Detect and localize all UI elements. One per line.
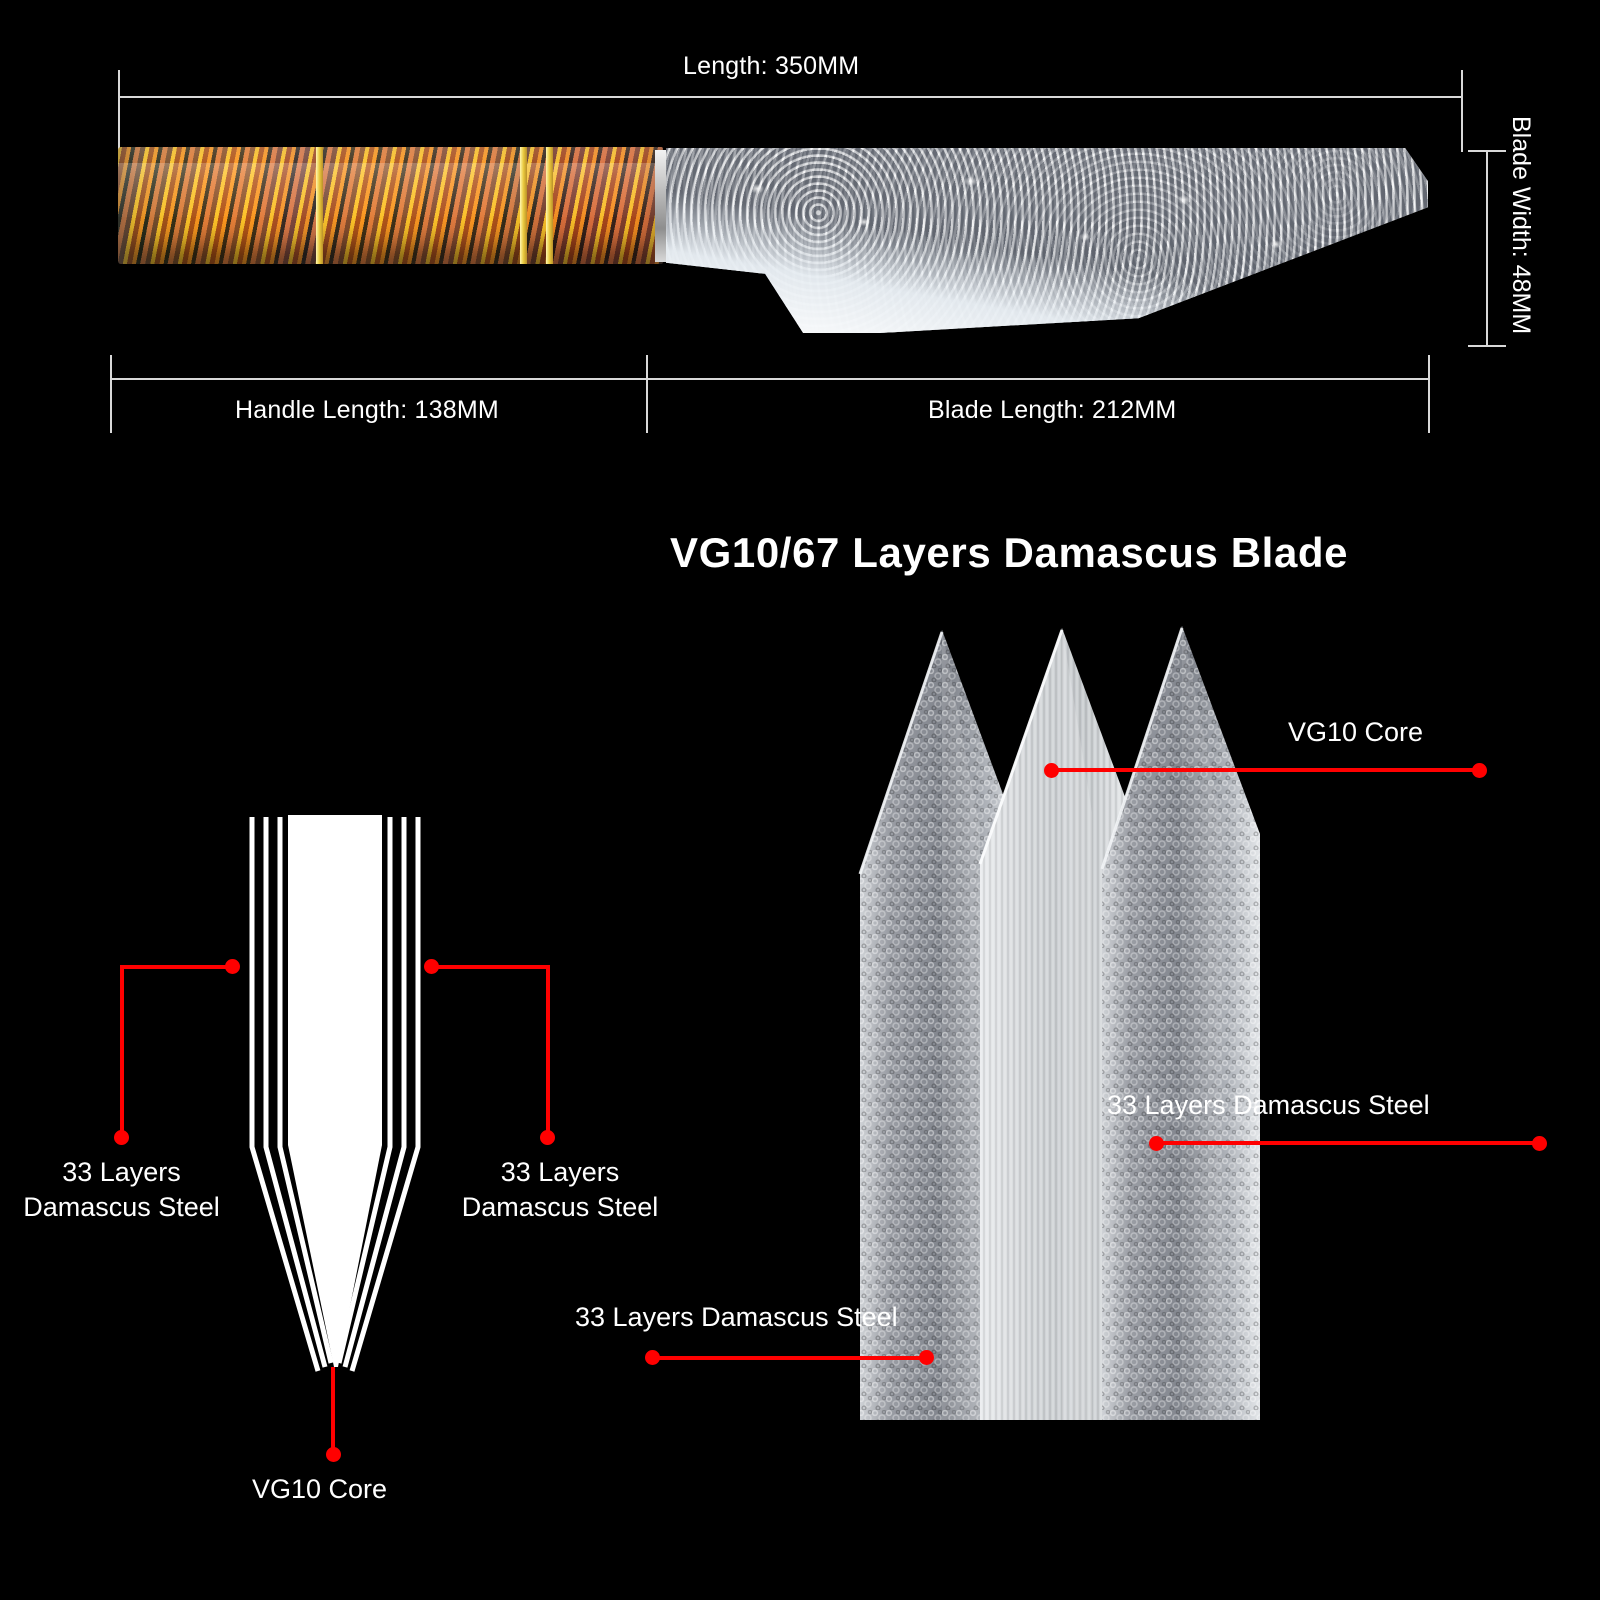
xsection-left-leader-dot-label <box>114 1130 129 1145</box>
knife-product-photo <box>118 140 1428 340</box>
photo-right-steel-leader-dot-anchor <box>1149 1136 1164 1151</box>
blade-tips-photo <box>830 612 1282 1420</box>
page-title: VG10/67 Layers Damascus Blade <box>670 529 1349 576</box>
xsection-left-callout-line1: 33 Layers <box>62 1157 181 1187</box>
blade-tips-svg <box>858 626 1260 1420</box>
blade-tip-center-core <box>980 628 1140 1420</box>
blade-width-label: Blade Width: 48MM <box>1507 116 1535 335</box>
cross-section-svg <box>249 815 421 1372</box>
blade-tip-right <box>1102 626 1260 1420</box>
photo-bottom-steel-leader-dot-end <box>645 1350 660 1365</box>
xsection-right-leader-vertical <box>546 965 550 1140</box>
handle-spacer-ring-1 <box>316 147 323 264</box>
photo-core-leader-line <box>1050 768 1480 772</box>
photo-bottom-steel-callout: 33 Layers Damascus Steel <box>575 1302 898 1332</box>
photo-core-leader-dot-anchor <box>1044 763 1059 778</box>
xsection-right-callout: 33 Layers Damascus Steel <box>440 1155 680 1224</box>
xsection-right-leader-horizontal <box>430 965 550 969</box>
xsection-left-leader-horizontal <box>120 965 238 969</box>
blade-cross-section-diagram <box>210 815 460 1375</box>
xsection-left-callout-line2: Damascus Steel <box>23 1191 220 1222</box>
xsection-core-callout: VG10 Core <box>252 1474 388 1504</box>
handle-spacer-ring-2 <box>520 147 527 264</box>
left-layer-line-2 <box>263 817 328 1368</box>
blade-length-label: Blade Length: 212MM <box>928 396 1177 424</box>
handle-blade-divider-tick <box>646 355 648 433</box>
xsection-core-leader-vertical <box>331 1367 335 1454</box>
right-layer-line-3 <box>349 817 421 1372</box>
xsection-left-leader-dot-anchor <box>225 959 240 974</box>
xsection-core-leader-dot <box>326 1447 341 1462</box>
blade-width-dimension-line <box>1486 150 1488 347</box>
photo-right-steel-leader-dot-end <box>1532 1136 1547 1151</box>
handle-gloss-highlight <box>118 163 663 218</box>
right-layer-line-1 <box>336 817 393 1364</box>
lower-dimension-line <box>110 378 1430 380</box>
photo-bottom-steel-leader-line <box>652 1356 927 1360</box>
total-length-label: Length: 350MM <box>683 52 860 80</box>
handle-spacer-ring-3 <box>546 147 553 264</box>
left-layer-line-1 <box>277 817 334 1364</box>
xsection-right-leader-dot-label <box>540 1130 555 1145</box>
photo-core-callout: VG10 Core <box>1288 717 1424 747</box>
photo-bottom-steel-leader-dot-anchor <box>919 1350 934 1365</box>
total-length-tick-right <box>1461 70 1463 152</box>
xsection-left-callout: 33 Layers Damascus Steel <box>14 1155 229 1224</box>
knife-handle <box>118 147 663 264</box>
photo-core-leader-dot-end <box>1472 763 1487 778</box>
total-length-dimension-line <box>118 96 1463 98</box>
left-layer-line-3 <box>249 817 321 1372</box>
blade-length-tick-right <box>1428 355 1430 433</box>
photo-right-steel-callout: 33 Layers Damascus Steel <box>1107 1090 1430 1120</box>
xsection-right-callout-line1: 33 Layers <box>500 1157 620 1187</box>
photo-right-steel-leader-line <box>1155 1141 1540 1145</box>
xsection-right-callout-line2: Damascus Steel <box>461 1191 659 1222</box>
damascus-blade <box>666 148 1428 333</box>
total-length-tick-left <box>118 70 120 152</box>
vg10-core-shape <box>288 815 382 1367</box>
xsection-right-leader-dot-anchor <box>424 959 439 974</box>
xsection-left-leader-vertical <box>120 965 124 1140</box>
handle-length-tick-left <box>110 355 112 433</box>
right-layer-line-2 <box>342 817 407 1368</box>
handle-length-label: Handle Length: 138MM <box>235 396 499 424</box>
